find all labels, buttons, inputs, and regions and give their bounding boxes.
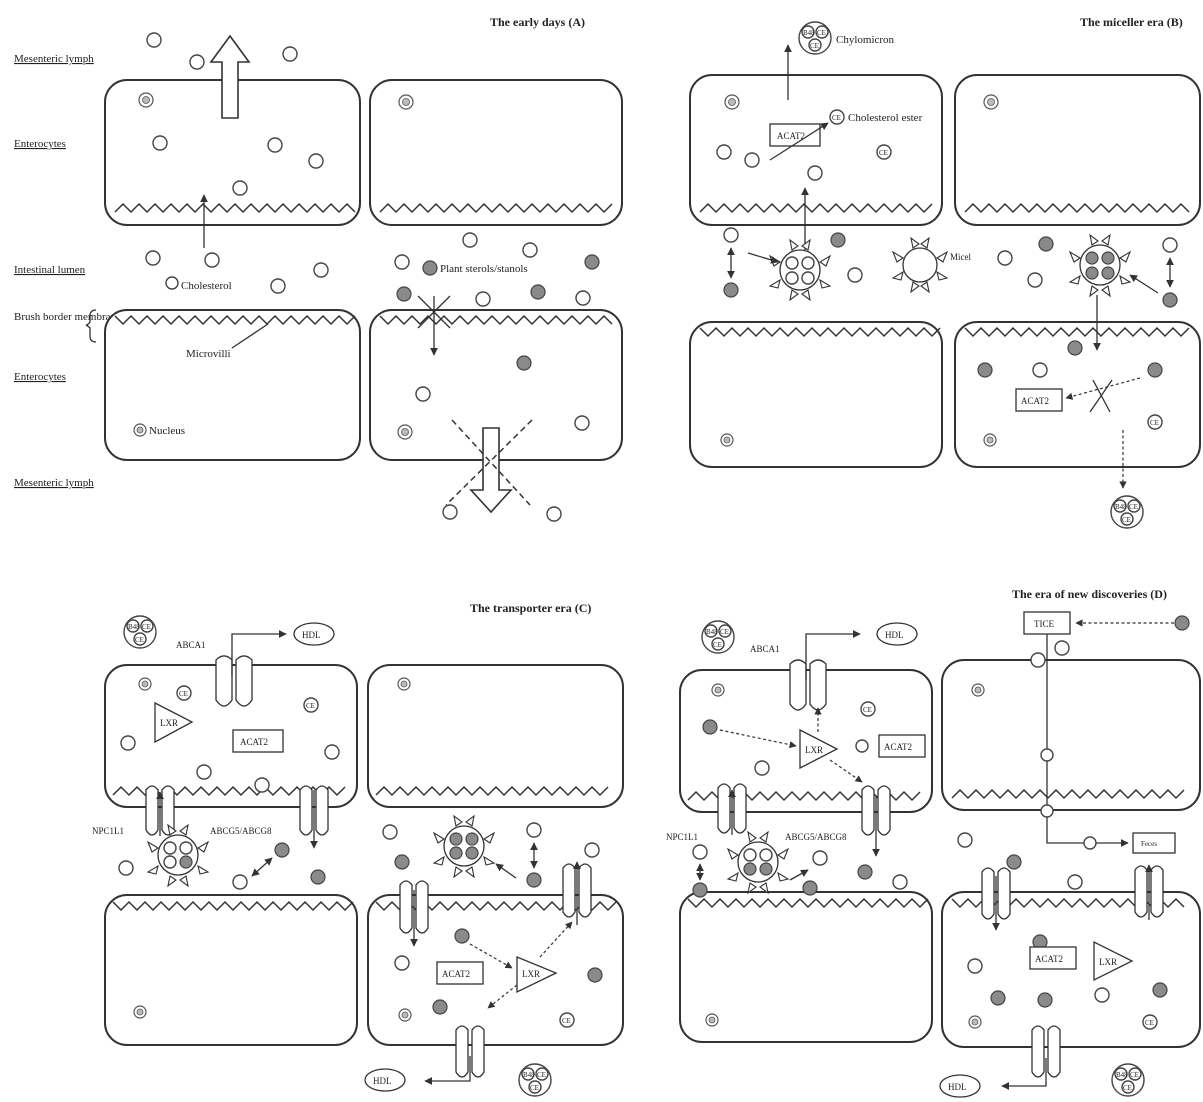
hdl-label-c-top: HDL (302, 630, 321, 640)
lxr-label-d-top: LXR (805, 745, 823, 755)
feces-label: Feces (1141, 840, 1157, 848)
lxr-label-d-bottom: LXR (1099, 957, 1117, 967)
panel-a: The early days (A) Mesenteric lymph Ente… (14, 15, 622, 521)
chylomicron-top: B48 CE CE (799, 22, 831, 54)
label-enterocytes-top: Enterocytes (14, 138, 66, 150)
svg-text:CE: CE (832, 114, 841, 122)
abca1-label-d: ABCA1 (750, 644, 780, 654)
svg-text:CE: CE (562, 1017, 571, 1025)
label-intestinal-lumen: Intestinal lumen (14, 264, 86, 276)
chylomicron-label: Chylomicron (836, 34, 895, 46)
hdl-label-d-top: HDL (885, 630, 904, 640)
cholesterol-ester-label: Cholesterol ester (848, 112, 923, 124)
cell-c-bottom-left (105, 895, 357, 1045)
svg-text:B48: B48 (128, 623, 140, 631)
svg-text:CE: CE (863, 706, 872, 714)
svg-text:CE: CE (1130, 1071, 1139, 1079)
svg-text:CE: CE (179, 690, 188, 698)
micelle-d-left (728, 832, 788, 893)
svg-text:B48: B48 (803, 29, 815, 37)
chylomicron-d-top: B48 CE CE (702, 621, 734, 653)
panel-c: The transporter era (C) B48 CE CE ABCA1 … (92, 601, 623, 1096)
acat2-label-c-top: ACAT2 (240, 737, 268, 747)
acat2-label-d-top: ACAT2 (884, 742, 912, 752)
svg-text:CE: CE (1122, 516, 1131, 524)
svg-text:CE: CE (537, 1071, 546, 1079)
svg-text:CE: CE (817, 29, 826, 37)
svg-text:CE: CE (1129, 503, 1138, 511)
exchange-arrow-c-left (252, 858, 272, 876)
chylomicron-d-bottom: B48 CE CE (1112, 1064, 1144, 1096)
empty-micelle (893, 238, 947, 292)
cell-a-bottom-left (105, 310, 360, 460)
lxr-label-c-bottom: LXR (522, 969, 540, 979)
svg-text:B48: B48 (1116, 1071, 1128, 1079)
svg-text:CE: CE (1145, 1019, 1154, 1027)
micelle-plant-sterols-b (1070, 235, 1130, 296)
panel-c-title: The transporter era (C) (470, 601, 591, 615)
lxr-label-c-top: LXR (160, 718, 178, 728)
svg-text:B48: B48 (706, 628, 718, 636)
micel-label: Micel (950, 252, 971, 262)
abca1-label-c: ABCA1 (176, 640, 206, 650)
tice-label: TICE (1034, 619, 1054, 629)
svg-text:CE: CE (1150, 419, 1159, 427)
npc1l1-label-c: NPC1L1 (92, 826, 124, 836)
hdl-label-d-bottom: HDL (948, 1082, 967, 1092)
panel-d-title: The era of new discoveries (D) (1012, 587, 1167, 601)
cholesterol-label: Cholesterol (181, 280, 232, 292)
svg-text:CE: CE (713, 641, 722, 649)
sterol-to-micelle-arrow (1130, 275, 1158, 293)
npc1l1-label-d: NPC1L1 (666, 832, 698, 842)
micelle-c-right (434, 816, 494, 877)
svg-text:CE: CE (720, 628, 729, 636)
acat2-label-b-top: ACAT2 (777, 131, 805, 141)
label-brush-border: Brush border membrane (14, 311, 121, 323)
micelle-loaded-b (770, 240, 830, 300)
svg-text:CE: CE (135, 636, 144, 644)
svg-text:CE: CE (1123, 1084, 1132, 1092)
svg-text:CE: CE (530, 1084, 539, 1092)
cell-d-top-right (942, 660, 1200, 810)
svg-text:CE: CE (810, 42, 819, 50)
abcg5g8-label-d: ABCG5/ABCG8 (785, 832, 847, 842)
svg-text:B48: B48 (1115, 503, 1127, 511)
acat2-label-b-bottom: ACAT2 (1021, 396, 1049, 406)
abcg5g8-label-c: ABCG5/ABCG8 (210, 826, 272, 836)
panel-a-title: The early days (A) (490, 15, 585, 29)
chylomicron-c-bottom: B48 CE CE (519, 1064, 551, 1096)
chylomicron-bottom: B48 CE CE (1111, 496, 1143, 528)
acat2-label-d-bottom: ACAT2 (1035, 954, 1063, 964)
chylomicron-c-top: B48 CE CE (124, 616, 156, 648)
microvilli-label: Microvilli (186, 348, 231, 360)
panel-b: The miceller era (B) B48 CE CE Chylomicr… (690, 15, 1200, 528)
exchange-arrow-d-right (790, 870, 808, 880)
nucleus-label: Nucleus (149, 425, 185, 437)
label-mesenteric-lymph-top: Mesenteric lymph (14, 53, 94, 65)
panel-d: The era of new discoveries (D) B48 CE CE… (666, 587, 1200, 1097)
svg-text:CE: CE (879, 149, 888, 157)
hdl-label-c-bottom: HDL (373, 1076, 392, 1086)
svg-text:CE: CE (306, 702, 315, 710)
svg-text:CE: CE (142, 623, 151, 631)
panel-b-title: The miceller era (B) (1080, 15, 1183, 29)
label-mesenteric-lymph-bottom: Mesenteric lymph (14, 477, 94, 489)
label-enterocytes-bottom: Enterocytes (14, 371, 66, 383)
micelle-c-left (148, 825, 208, 886)
svg-text:B48: B48 (523, 1071, 535, 1079)
sterol-to-micelle-arrow-c (496, 864, 516, 878)
acat2-label-c-bottom: ACAT2 (442, 969, 470, 979)
plant-sterols-label: Plant sterols/stanols (440, 263, 528, 275)
